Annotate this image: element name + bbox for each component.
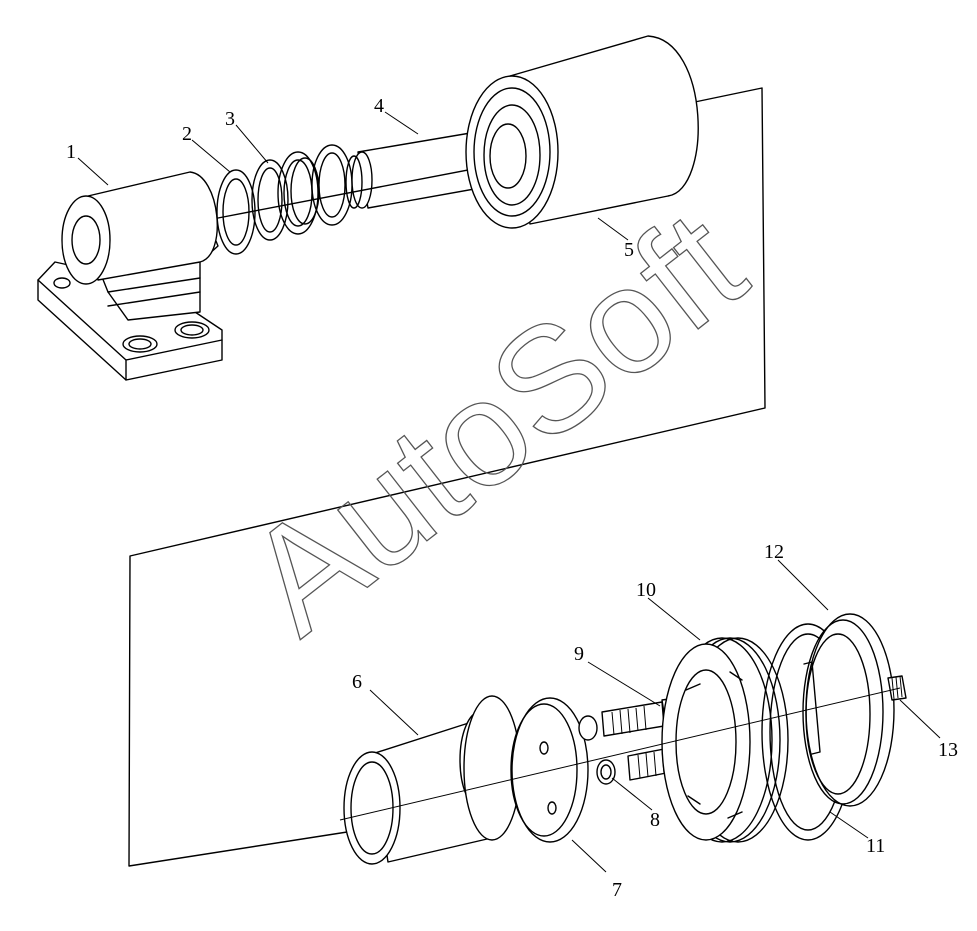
callout-11: 11: [866, 835, 885, 857]
part-6-sleeve: [343, 695, 521, 865]
callout-12: 12: [764, 541, 784, 563]
part-8-nut: [578, 715, 616, 785]
callout-3: 3: [225, 108, 235, 130]
part-5-roller: [465, 35, 699, 229]
callout-5: 5: [624, 239, 634, 261]
part-12-flange-ring: [802, 613, 895, 807]
callout-labels: 1 2 3 4 5 6 7 8 9 10 11 12 13: [66, 95, 958, 901]
part-3-seal-stack: [251, 144, 353, 241]
callout-13: 13: [938, 739, 958, 761]
callout-4: 4: [374, 95, 384, 117]
callout-7: 7: [612, 879, 622, 901]
watermark-text: AutoSoft: [216, 179, 773, 666]
callout-2: 2: [182, 123, 192, 145]
callout-9: 9: [574, 643, 584, 665]
callout-1: 1: [66, 141, 76, 163]
callout-6: 6: [352, 671, 362, 693]
callout-10: 10: [636, 579, 656, 601]
part-1-bracket: [37, 171, 223, 381]
part-7-disc: [510, 697, 589, 843]
part-10-coupling: [661, 637, 789, 843]
part-13-stud: [887, 675, 907, 701]
center-axis: [339, 687, 901, 821]
leader-lines: [77, 111, 941, 873]
callout-8: 8: [650, 809, 660, 831]
background-plane: [128, 87, 766, 867]
